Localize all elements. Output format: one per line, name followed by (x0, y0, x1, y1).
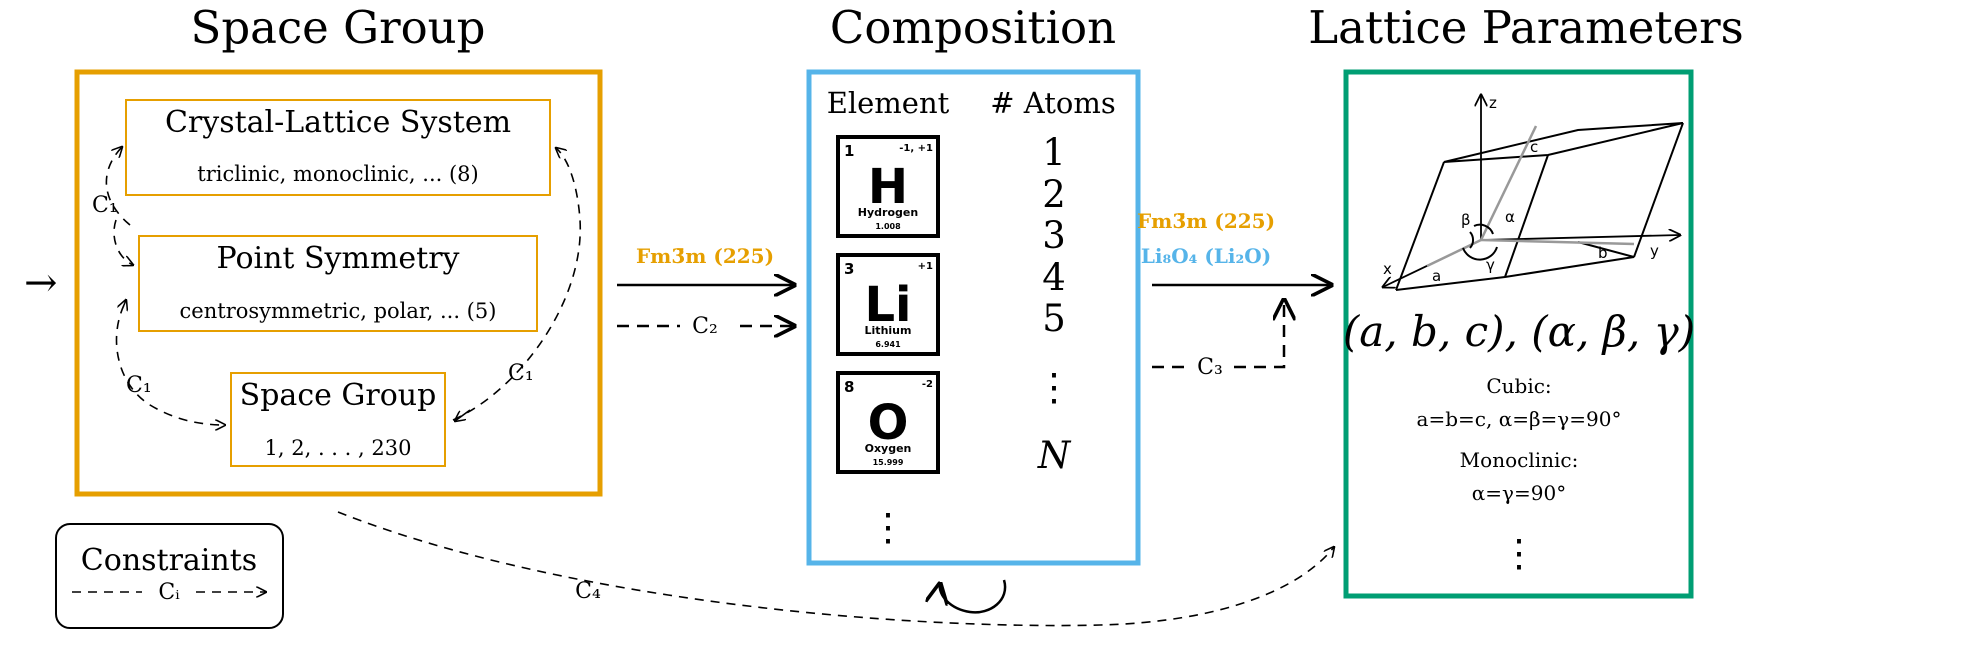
comp-arrow-sg-label: Fm3̄m (225) (1137, 209, 1275, 233)
point-symmetry-title: Point Symmetry (216, 241, 459, 276)
space-group-box-title: Space Group (240, 378, 437, 413)
c1-arrow-lower-head (124, 300, 126, 305)
svg-text:8: 8 (844, 378, 854, 396)
svg-text:3: 3 (844, 260, 854, 278)
point-symmetry-box (138, 235, 538, 332)
element-tile-oxygen: 8 -2 O Oxygen 15.999 (836, 371, 940, 474)
atom-count-5: 5 (1042, 297, 1066, 340)
space-group-title: Space Group (191, 1, 486, 54)
svg-text:1.008: 1.008 (875, 222, 901, 231)
cubic-name: Cubic: (1486, 374, 1551, 398)
composition-panel (806, 69, 1141, 566)
svg-text:+1: +1 (918, 261, 933, 272)
atom-count-3: 3 (1042, 214, 1066, 257)
cubic-rule: a=b=c, α=β=γ=90° (1417, 407, 1622, 431)
lattice-vdots: ⋮ (1500, 531, 1538, 575)
atom-count-n: N (1037, 434, 1072, 477)
element-header: Element (827, 86, 950, 120)
c4-label: C₄ (575, 579, 601, 604)
angle-beta-label: β (1461, 211, 1471, 229)
lattice-parameters-title: Lattice Parameters (1308, 1, 1743, 54)
c1-arrow-lower (115, 304, 225, 425)
composition-title: Composition (830, 1, 1116, 54)
c1-arrow-upper-down (113, 219, 133, 265)
crystal-lattice-box (125, 99, 551, 196)
angle-alpha-label: α (1505, 208, 1515, 226)
c1-label-lower: C₁ (126, 373, 152, 398)
svg-text:15.999: 15.999 (873, 458, 904, 467)
unit-cell-sketch (1383, 95, 1684, 291)
space-group-range: 1, 2, . . . , 230 (265, 436, 412, 460)
svg-text:-2: -2 (922, 379, 933, 390)
legend-item-label: Cᵢ (158, 580, 180, 605)
element-tile-lithium: 3 +1 Li Lithium 6.941 (836, 253, 940, 356)
crystal-lattice-title: Crystal-Lattice System (165, 105, 511, 140)
element-vdots: ⋮ (869, 505, 907, 549)
svg-text:Hydrogen: Hydrogen (858, 206, 918, 219)
composition-self-loop (940, 579, 1007, 614)
lattice-params: (a, b, c), (α, β, γ) (1343, 307, 1695, 356)
svg-text:O: O (868, 395, 909, 451)
legend-title: Constraints (81, 543, 257, 578)
edge-a-label: a (1432, 267, 1441, 285)
edge-b-label: b (1598, 244, 1608, 262)
atom-count-1: 1 (1042, 131, 1066, 174)
angle-gamma-label: γ (1486, 256, 1495, 274)
svg-text:Li: Li (864, 277, 911, 333)
monoclinic-rule: α=γ=90° (1472, 481, 1566, 505)
axis-y-label: y (1650, 242, 1659, 260)
svg-text:H: H (868, 159, 908, 215)
c3-label: C₃ (1197, 355, 1223, 380)
c4-arrow (337, 511, 1334, 627)
svg-text:-1, +1: -1, +1 (899, 143, 933, 154)
comp-arrow-formula-label: Li₈O₄ (Li₂O) (1141, 244, 1271, 268)
edge-c-label: c (1530, 138, 1538, 156)
point-symmetry-options: centrosymmetric, polar, ... (5) (180, 299, 497, 323)
axis-x-label: x (1383, 260, 1392, 278)
c1-arrow-upper (105, 147, 131, 226)
crystal-lattice-options: triclinic, monoclinic, ... (8) (197, 162, 478, 186)
c2-label: C₂ (692, 314, 718, 339)
c1-arrow-right (452, 148, 581, 421)
constraints-legend (55, 523, 284, 629)
svg-text:6.941: 6.941 (875, 340, 901, 349)
svg-text:Oxygen: Oxygen (865, 442, 912, 455)
space-group-box (230, 372, 446, 467)
lattice-panel (1343, 69, 1694, 599)
c1-label-upper: C₁ (92, 193, 118, 218)
c3-dash-arrow (1234, 300, 1284, 369)
element-tile-hydrogen: 1 -1, +1 H Hydrogen 1.008 (836, 135, 940, 238)
atoms-header: # Atoms (990, 86, 1115, 120)
entry-arrow: → (24, 260, 58, 306)
c1-label-right: C₁ (508, 361, 534, 386)
atom-count-2: 2 (1042, 173, 1066, 216)
space-group-panel (74, 69, 603, 497)
svg-text:1: 1 (844, 142, 854, 160)
svg-text:Lithium: Lithium (865, 324, 912, 337)
c1-arrow-right-head (455, 409, 471, 421)
atom-count-vdots: ⋮ (1035, 365, 1073, 409)
monoclinic-name: Monoclinic: (1460, 448, 1579, 472)
atom-count-4: 4 (1042, 256, 1066, 299)
axis-z-label: z (1489, 94, 1497, 112)
sg-arrow-label: Fm3̄m (225) (636, 244, 774, 268)
